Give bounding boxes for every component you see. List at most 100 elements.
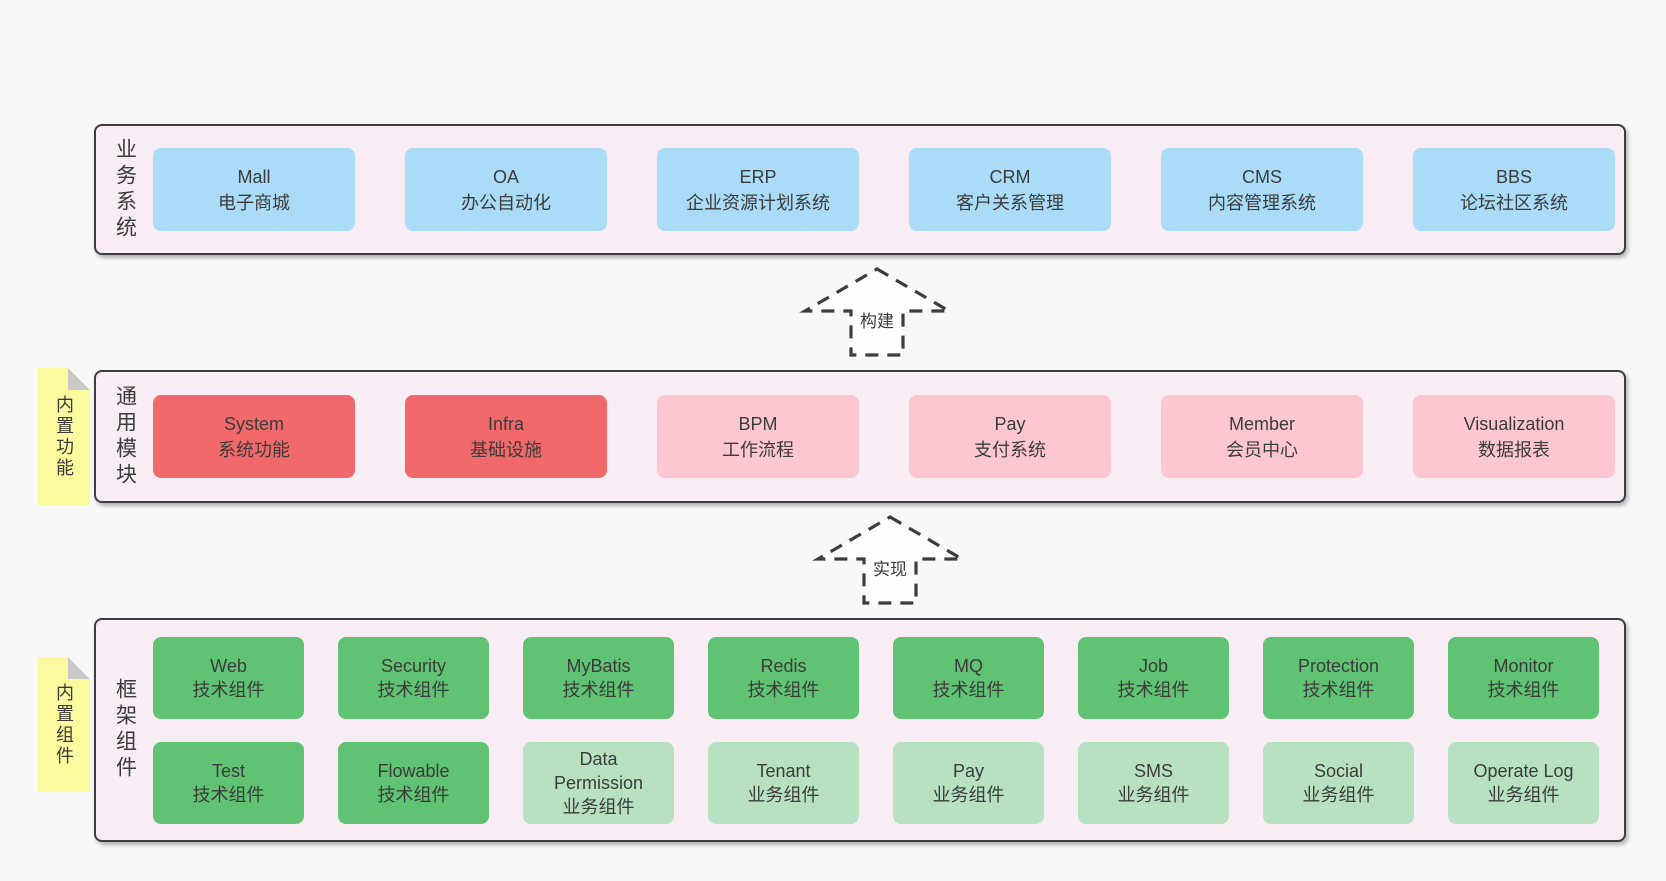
box-subtitle: 企业资源计划系统 (686, 192, 830, 213)
box-visualization: Visualization 数据报表 (1413, 395, 1615, 478)
box-erp: ERP 企业资源计划系统 (657, 148, 859, 231)
box-title: Visualization (1463, 413, 1565, 434)
box-title: BPM (738, 413, 778, 434)
box-title: BBS (1495, 166, 1533, 187)
box-subtitle: 业务组件 (1302, 784, 1375, 805)
box-pay: Pay 支付系统 (909, 395, 1111, 478)
box-title: SMS (1133, 760, 1173, 781)
arrow-build-label: 构建 (860, 312, 894, 331)
arrow-implement: 实现 (810, 514, 970, 606)
box-title: MyBatis (566, 655, 631, 676)
box-title: Pay (994, 413, 1026, 434)
box-operate-log: Operate Log 业务组件 (1448, 741, 1599, 824)
box-title: Web (210, 655, 247, 676)
box-subtitle: 技术组件 (562, 679, 635, 700)
box-title: Pay (952, 760, 985, 781)
box-title: Test (211, 760, 245, 781)
layer-label-business-systems: 业务系统 (113, 137, 137, 242)
layer-label-common-modules: 通用模块 (113, 384, 137, 489)
box-job: Job 技术组件 (1078, 636, 1229, 719)
box-subtitle: 技术组件 (747, 679, 820, 700)
box-title: ERP (739, 166, 777, 187)
box-subtitle: 电子商城 (218, 192, 290, 213)
box-oa: OA 办公自动化 (405, 148, 607, 231)
box-title: MQ (954, 655, 983, 676)
box-subtitle: 技术组件 (1487, 679, 1560, 700)
box-title: Mall (237, 166, 271, 187)
box-tenant: Tenant 业务组件 (708, 741, 859, 824)
arrow-implement-label: 实现 (873, 560, 907, 579)
box-subtitle: 工作流程 (722, 439, 794, 460)
note-fold-corner-icon (68, 657, 90, 679)
box-title: Job (1138, 655, 1169, 676)
box-title: OA (492, 166, 519, 187)
sticky-note-builtin-features-label: 内置功能 (54, 394, 74, 479)
box-subtitle: 基础设施 (470, 439, 542, 460)
box-subtitle: 技术组件 (1302, 679, 1375, 700)
box-subtitle: 技术组件 (377, 784, 450, 805)
box-flowable: Flowable 技术组件 (338, 741, 489, 824)
box-subtitle: 技术组件 (932, 679, 1005, 700)
box-subtitle: 数据报表 (1478, 439, 1550, 460)
box-subtitle: 技术组件 (192, 679, 265, 700)
dashed-up-arrow-icon (799, 267, 955, 357)
box-subtitle: 业务组件 (1117, 784, 1190, 805)
box-sms: SMS 业务组件 (1078, 741, 1229, 824)
box-title: Monitor (1493, 655, 1554, 676)
box-subtitle: 技术组件 (192, 784, 265, 805)
box-subtitle: 业务组件 (1487, 784, 1560, 805)
box-subtitle: 业务组件 (562, 796, 635, 817)
box-subtitle: 技术组件 (377, 679, 450, 700)
box-subtitle: 业务组件 (747, 784, 820, 805)
layer-label-framework-components: 框架组件 (113, 678, 137, 782)
sticky-note-builtin-components-label: 内置组件 (54, 682, 74, 767)
box-title: System (223, 413, 284, 434)
box-title: Infra (487, 413, 525, 434)
box-subtitle: 会员中心 (1226, 439, 1298, 460)
box-subtitle: 业务组件 (932, 784, 1005, 805)
box-web: Web 技术组件 (153, 636, 304, 719)
box-title: Tenant (756, 760, 811, 781)
box-pay: Pay 业务组件 (893, 741, 1044, 824)
box-title: Security (380, 655, 447, 676)
box-monitor: Monitor 技术组件 (1448, 636, 1599, 719)
box-subtitle: 办公自动化 (461, 192, 551, 213)
box-mybatis: MyBatis 技术组件 (523, 636, 674, 719)
box-subtitle: 客户关系管理 (956, 192, 1064, 213)
box-social: Social 业务组件 (1263, 741, 1414, 824)
sticky-note-builtin-components: 内置组件 (38, 657, 90, 792)
note-fold-corner-icon (68, 368, 90, 390)
box-title: Flowable (377, 760, 450, 781)
box-subtitle: 支付系统 (974, 439, 1046, 460)
dashed-up-arrow-icon (812, 515, 968, 605)
box-bpm: BPM 工作流程 (657, 395, 859, 478)
sticky-note-builtin-features: 内置功能 (38, 368, 90, 505)
box-subtitle: 内容管理系统 (1208, 192, 1316, 213)
box-subtitle: 技术组件 (1117, 679, 1190, 700)
box-title: Operate Log (1473, 760, 1574, 781)
box-security: Security 技术组件 (338, 636, 489, 719)
box-title: Social (1313, 760, 1364, 781)
box-mq: MQ 技术组件 (893, 636, 1044, 719)
arrow-build: 构建 (797, 266, 957, 358)
box-mall: Mall 电子商城 (153, 148, 355, 231)
box-title: Member (1228, 413, 1295, 434)
box-infra: Infra 基础设施 (405, 395, 607, 478)
